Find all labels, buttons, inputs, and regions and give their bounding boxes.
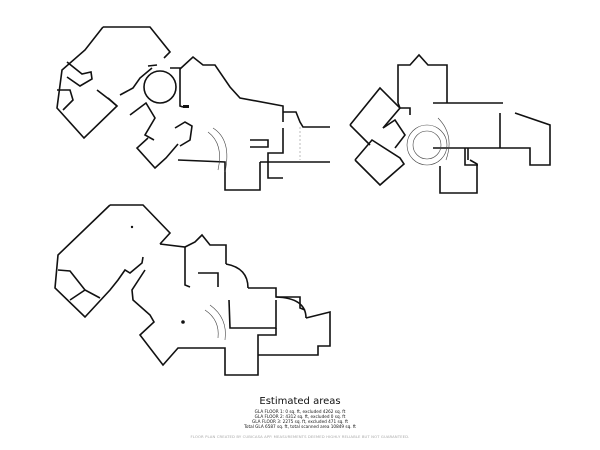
summary-total: Total GLA 6587 sq. ft, total scanned are… <box>244 424 356 429</box>
floor-plan-top-left <box>56 26 330 191</box>
summary-floor-3: GLA FLOOR 3: 2275 sq. ft, excluded 471 s… <box>251 419 348 424</box>
estimated-areas-summary: Estimated areas GLA FLOOR 1: 0 sq. ft, e… <box>0 396 600 429</box>
floor-plan-top-right <box>349 53 551 194</box>
fixture-dot <box>130 225 134 229</box>
fixture-dot <box>181 320 185 324</box>
floor-plans <box>54 26 551 376</box>
wall-block <box>183 105 189 108</box>
floor-plan-bottom <box>54 204 331 376</box>
summary-floor-2: GLA FLOOR 2: 4312 sq. ft, excluded 0 sq.… <box>254 414 346 419</box>
summary-title: Estimated areas <box>259 396 341 407</box>
summary-floor-1: GLA FLOOR 1: 0 sq. ft, excluded 4262 sq.… <box>254 409 346 414</box>
disclaimer-footer: FLOOR PLAN CREATED BY CUBICASA APP. MEAS… <box>190 434 410 439</box>
